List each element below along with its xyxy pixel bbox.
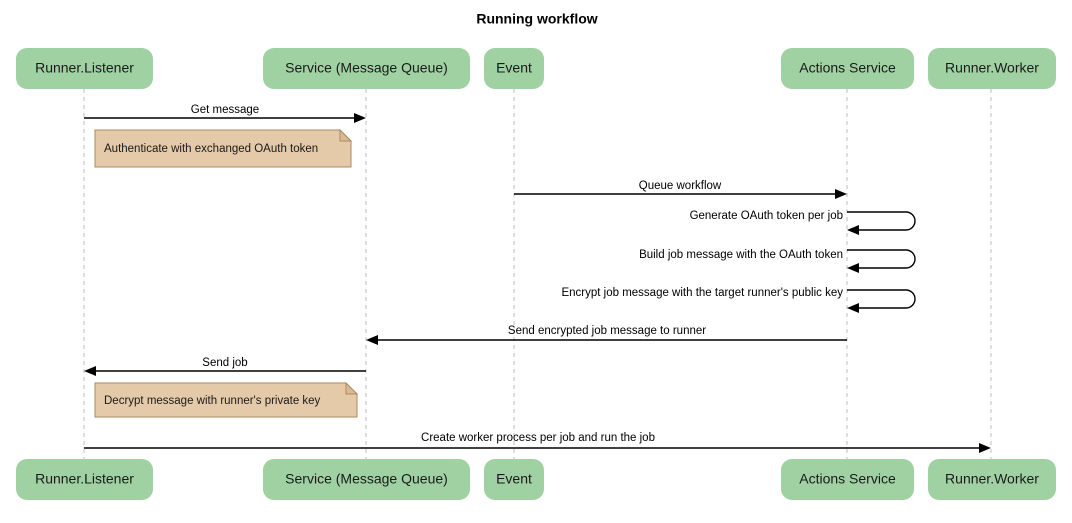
participant-label: Service (Message Queue) bbox=[285, 471, 448, 487]
arrowhead-right-icon bbox=[835, 189, 847, 199]
participant-label: Runner.Worker bbox=[945, 471, 1039, 487]
participant-label: Event bbox=[496, 60, 532, 76]
message-get-message[interactable]: Get message bbox=[84, 104, 366, 123]
note-fold-corner-icon bbox=[345, 381, 359, 395]
message-label: Create worker process per job and run th… bbox=[421, 432, 655, 444]
participant-label: Actions Service bbox=[799, 60, 896, 76]
participant-event-bottom[interactable]: Event bbox=[484, 459, 544, 500]
participants-header: Runner.Listener Service (Message Queue) … bbox=[16, 48, 1056, 89]
self-loop-path bbox=[847, 249, 916, 269]
participant-box[interactable] bbox=[263, 48, 470, 89]
participant-box[interactable] bbox=[781, 459, 914, 500]
participant-runner-listener-bottom[interactable]: Runner.Listener bbox=[16, 459, 153, 500]
message-label: Build job message with the OAuth token bbox=[639, 249, 843, 261]
arrowhead-left-icon bbox=[84, 366, 96, 376]
message-label: Queue workflow bbox=[639, 180, 722, 192]
arrowhead-left-icon bbox=[847, 303, 859, 313]
self-loop-path bbox=[847, 289, 916, 309]
message-create-worker-process-per-job-and-run-the-job[interactable]: Create worker process per job and run th… bbox=[84, 432, 991, 453]
participant-box[interactable] bbox=[263, 459, 470, 500]
participant-label: Runner.Listener bbox=[35, 60, 134, 76]
participant-runner-worker-top[interactable]: Runner.Worker bbox=[928, 48, 1056, 89]
message-label: Generate OAuth token per job bbox=[690, 210, 843, 222]
arrowhead-left-icon bbox=[847, 225, 859, 235]
participant-box[interactable] bbox=[484, 459, 544, 500]
arrowhead-left-icon bbox=[847, 263, 859, 273]
note-authenticate-with-exchanged-oauth-token[interactable]: Authenticate with exchanged OAuth token bbox=[94, 128, 353, 168]
participant-actions-service-top[interactable]: Actions Service bbox=[781, 48, 914, 89]
participant-actions-service-bottom[interactable]: Actions Service bbox=[781, 459, 914, 500]
arrowhead-right-icon bbox=[354, 113, 366, 123]
lifelines-layer bbox=[83, 89, 992, 459]
participant-label: Service (Message Queue) bbox=[285, 60, 448, 76]
participant-label: Runner.Listener bbox=[35, 471, 134, 487]
message-build-job-message-with-the-oauth-token[interactable]: Build job message with the OAuth token bbox=[639, 249, 916, 273]
participants-footer: Runner.Listener Service (Message Queue) … bbox=[16, 459, 1056, 500]
participant-box[interactable] bbox=[781, 48, 914, 89]
participant-box[interactable] bbox=[16, 459, 153, 500]
note-label: Authenticate with exchanged OAuth token bbox=[104, 143, 318, 155]
participant-runner-listener-top[interactable]: Runner.Listener bbox=[16, 48, 153, 89]
note-label: Decrypt message with runner's private ke… bbox=[104, 395, 321, 407]
participant-label: Runner.Worker bbox=[945, 60, 1039, 76]
participant-label: Event bbox=[496, 471, 532, 487]
arrowhead-right-icon bbox=[979, 443, 991, 453]
note-decrypt-message-with-runners-private-key[interactable]: Decrypt message with runner's private ke… bbox=[94, 381, 359, 418]
participant-box[interactable] bbox=[928, 459, 1056, 500]
message-send-encrypted-job-message-to-runner[interactable]: Send encrypted job message to runner bbox=[366, 325, 847, 345]
message-label: Send encrypted job message to runner bbox=[508, 325, 706, 337]
participant-box[interactable] bbox=[16, 48, 153, 89]
self-loop-path bbox=[847, 211, 916, 231]
note-body bbox=[94, 382, 358, 418]
notes-layer: Authenticate with exchanged OAuth token … bbox=[94, 128, 359, 418]
participant-service-message-queue-top[interactable]: Service (Message Queue) bbox=[263, 48, 470, 89]
arrowhead-left-icon bbox=[366, 335, 378, 345]
message-label: Send job bbox=[202, 357, 247, 369]
message-queue-workflow[interactable]: Queue workflow bbox=[514, 180, 847, 199]
messages-layer: Get message Queue workflow Generate OAut… bbox=[84, 104, 991, 453]
message-label: Encrypt job message with the target runn… bbox=[561, 287, 843, 299]
participant-label: Actions Service bbox=[799, 471, 896, 487]
message-generate-oauth-token-per-job[interactable]: Generate OAuth token per job bbox=[690, 210, 916, 235]
page-title: Running workflow bbox=[476, 11, 597, 27]
message-label: Get message bbox=[191, 104, 259, 116]
note-fold-corner-icon bbox=[339, 128, 353, 142]
participant-box[interactable] bbox=[928, 48, 1056, 89]
participant-event-top[interactable]: Event bbox=[484, 48, 544, 89]
participant-service-message-queue-bottom[interactable]: Service (Message Queue) bbox=[263, 459, 470, 500]
message-send-job[interactable]: Send job bbox=[84, 357, 366, 376]
participant-box[interactable] bbox=[484, 48, 544, 89]
message-encrypt-job-message-with-the-target-runners-public-key[interactable]: Encrypt job message with the target runn… bbox=[561, 287, 916, 313]
note-body bbox=[94, 129, 352, 168]
participant-runner-worker-bottom[interactable]: Runner.Worker bbox=[928, 459, 1056, 500]
